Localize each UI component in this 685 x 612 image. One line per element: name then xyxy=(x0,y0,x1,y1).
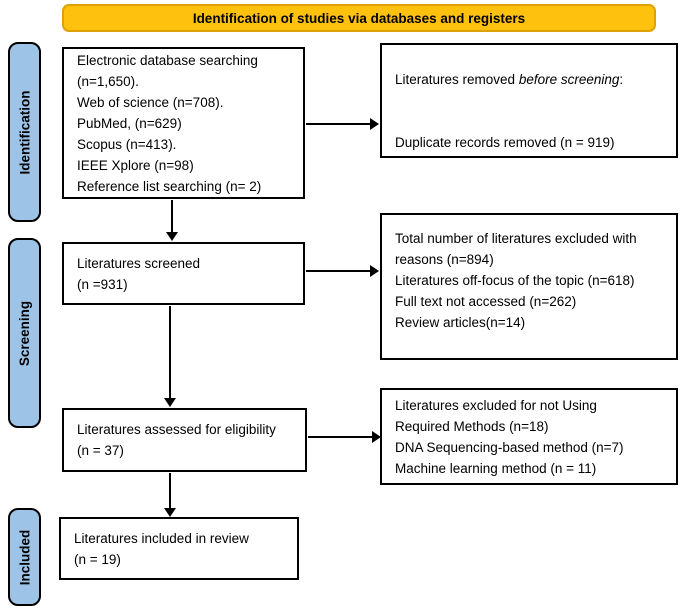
arrow-search-to-screened xyxy=(166,200,178,241)
database-search-box: Electronic database searching (n=1,650).… xyxy=(62,47,305,199)
removed-line2: Duplicate records removed (n = 919) xyxy=(395,135,615,150)
removed-before-screening-box: Literatures removed before screening: Du… xyxy=(380,43,678,158)
assessed-eligibility-box: Literatures assessed for eligibility (n … xyxy=(62,408,307,472)
phase-tab-identification-label: Identification xyxy=(17,90,32,174)
arrow-screened-to-assessed xyxy=(164,306,176,407)
removed-line1-italic: before screening xyxy=(518,72,620,87)
excluded-with-reasons-text: Total number of literatures excluded wit… xyxy=(395,231,637,330)
arrow-assessed-to-included xyxy=(164,473,176,517)
included-review-box: Literatures included in review (n = 19) xyxy=(59,517,299,580)
excluded-methods-text: Literatures excluded for not Using Requi… xyxy=(395,397,624,476)
phase-tab-included: Included xyxy=(8,508,41,606)
included-review-text: Literatures included in review (n = 19) xyxy=(74,530,249,567)
excluded-methods-box: Literatures excluded for not Using Requi… xyxy=(380,388,678,485)
phase-tab-screening-label: Screening xyxy=(17,300,32,366)
banner-title: Identification of studies via databases … xyxy=(62,4,656,32)
database-search-text: Electronic database searching (n=1,650).… xyxy=(77,52,262,194)
literatures-screened-text: Literatures screened (n =931) xyxy=(77,255,201,292)
arrow-assessed-to-excluded xyxy=(308,431,381,443)
phase-tab-included-label: Included xyxy=(17,529,33,585)
excluded-with-reasons-box: Total number of literatures excluded wit… xyxy=(380,213,678,360)
removed-line1-prefix: Literatures removed xyxy=(395,72,519,87)
removed-before-screening-text: Literatures removed before screening: Du… xyxy=(382,48,629,153)
removed-line1-suffix: : xyxy=(619,72,624,87)
phase-tab-screening: Screening xyxy=(8,238,41,428)
phase-tab-identification: Identification xyxy=(8,42,41,222)
arrow-screened-to-excluded xyxy=(306,265,379,277)
assessed-eligibility-text: Literatures assessed for eligibility (n … xyxy=(77,422,276,458)
banner-title-label: Identification of studies via databases … xyxy=(192,10,526,26)
arrow-search-to-removed xyxy=(306,118,379,130)
literatures-screened-box: Literatures screened (n =931) xyxy=(62,242,305,305)
